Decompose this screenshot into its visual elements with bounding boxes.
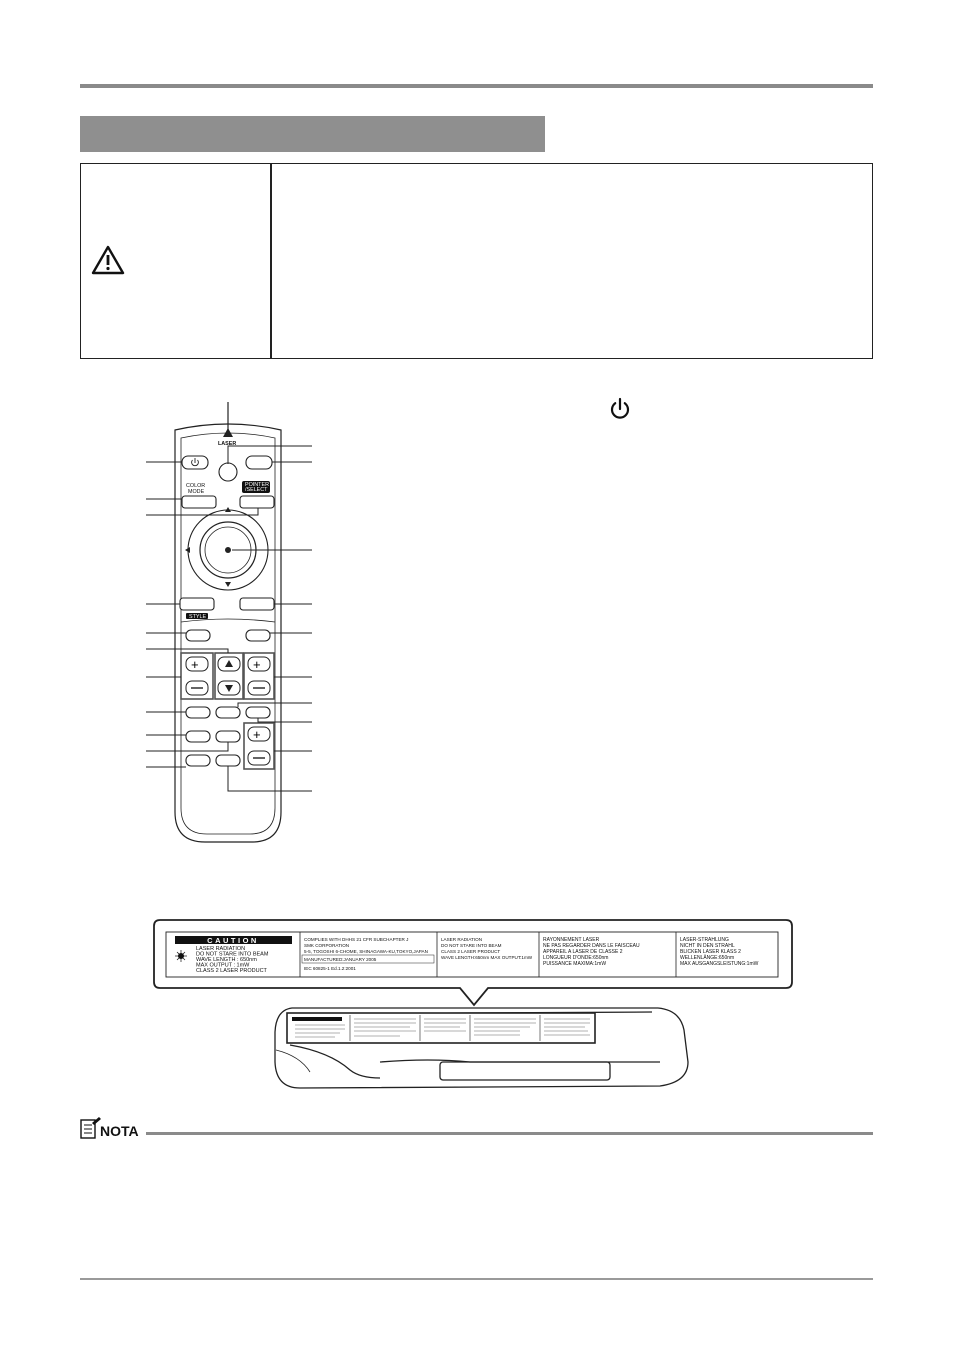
english-line: DO NOT STARE INTO BEAM [441, 943, 502, 948]
pointer-label: POINTER [245, 482, 269, 488]
german-line: BLICKEN LASER KLASS 2 [680, 949, 741, 955]
button-row3-a[interactable] [185, 754, 211, 767]
caution-title-bar [175, 936, 292, 944]
french-line: LONGUEUR D'ONDE:650nm [543, 955, 608, 961]
bottom-rule [80, 1278, 873, 1280]
section-header-bar [80, 116, 545, 152]
plus-minus-group-right[interactable]: + [243, 652, 275, 700]
caution-line: CLASS 2 LASER PRODUCT [196, 968, 268, 974]
english-line: WAVE LENGTH:650nm MAX OUTPUT:1mW [441, 955, 533, 960]
french-line: PUISSANCE MAXIMA:1mW [543, 961, 606, 967]
laser-starburst-icon [175, 950, 187, 962]
button-row1-c[interactable] [245, 706, 271, 719]
color-mode-label-2: MODE [188, 489, 205, 495]
laser-caution-label-illustration: CAUTION LASER RADIATION DO NOT STARE INT… [153, 919, 793, 1089]
button-row2-b[interactable] [215, 730, 241, 743]
pointer-select-badge [242, 481, 270, 493]
compliance-line: SMK CORPORATION [304, 943, 349, 948]
menu-button[interactable] [239, 597, 275, 611]
right-callout-lines [227, 445, 312, 792]
top-rule [80, 84, 873, 88]
french-line: RAYONNEMENT LASER [543, 937, 600, 943]
english-line: LASER RADIATION [441, 937, 482, 942]
power-button[interactable] [181, 455, 209, 470]
german-line: NICHT IN DEN STRAHL [680, 943, 735, 949]
select-label: /SELECT [245, 487, 268, 493]
power-icon [610, 397, 630, 419]
laser-warning-icon [223, 428, 233, 437]
compliance-line: 5-5, TOGOSHI 6-CHOME, SHINAGAWA-KU,TOKYO… [304, 949, 428, 954]
compliance-line: IEC 60825-1 Ed.1.2:2001 [304, 966, 356, 971]
label-callout-bubble [153, 919, 793, 1007]
button-row1-b[interactable] [215, 706, 241, 719]
warning-divider [270, 164, 272, 358]
caution-line: DO NOT STARE INTO BEAM [196, 952, 269, 958]
nota-rule [146, 1132, 873, 1135]
pointer-select-button[interactable] [239, 495, 275, 509]
button-row1-a[interactable] [185, 706, 211, 719]
laser-button[interactable] [218, 462, 238, 482]
german-line: WELLENLÄNGE:650nm [680, 954, 734, 961]
warning-triangle-icon [91, 245, 125, 275]
compliance-line: MANUFACTURED:JANUARY 2005 [304, 957, 377, 962]
up-down-group[interactable] [214, 652, 244, 700]
laser-label: LASER [218, 441, 236, 447]
compliance-line: COMPLIES WITH DHHS 21 CFR SUBCHAPTER J [304, 937, 408, 942]
style-button[interactable] [179, 597, 215, 611]
svg-text:+: + [253, 657, 261, 672]
warning-box [80, 163, 873, 359]
german-line: MAX AUSGANGSLEISTUNG:1mW [680, 961, 759, 967]
german-line: LASER-STRAHLUNG [680, 937, 729, 943]
input-button-left[interactable] [185, 629, 211, 642]
volume-group[interactable]: + [243, 722, 275, 770]
svg-text:+: + [253, 727, 261, 742]
button-row3-b[interactable] [215, 754, 241, 767]
left-callout-lines [146, 461, 259, 768]
caution-title: CAUTION [207, 936, 259, 945]
english-line: CLASS 2 LASER PRODUCT [441, 949, 500, 954]
style-label: STYLE [189, 614, 206, 620]
button-row2-a[interactable] [185, 730, 211, 743]
joystick-pad[interactable] [185, 507, 269, 591]
plus-minus-group-left[interactable]: + [180, 652, 214, 700]
aspect-button[interactable] [245, 455, 273, 470]
caution-line: LASER RADIATION [196, 946, 245, 952]
caution-line: MAX OUTPUT : 1mW [196, 963, 250, 969]
color-mode-button[interactable] [181, 495, 217, 509]
side-label-miniature [286, 1012, 596, 1044]
color-mode-label: COLOR [186, 483, 205, 489]
style-badge [186, 613, 208, 619]
remote-control-illustration: LASER COLOR MODE POINTER /SELECT STYLE + [146, 402, 312, 843]
french-line: NE PAS REGARDER DANS LE FAISCEAU [543, 943, 640, 949]
caution-line: WAVE LENGTH : 650nm [196, 957, 257, 963]
french-line: APPAREIL A LASER DE CLASSE 2 [543, 949, 623, 955]
input-button-right[interactable] [245, 629, 271, 642]
nota-note-icon: NOTA [80, 1117, 139, 1139]
svg-text:+: + [191, 657, 199, 672]
nota-label: NOTA [100, 1123, 139, 1139]
